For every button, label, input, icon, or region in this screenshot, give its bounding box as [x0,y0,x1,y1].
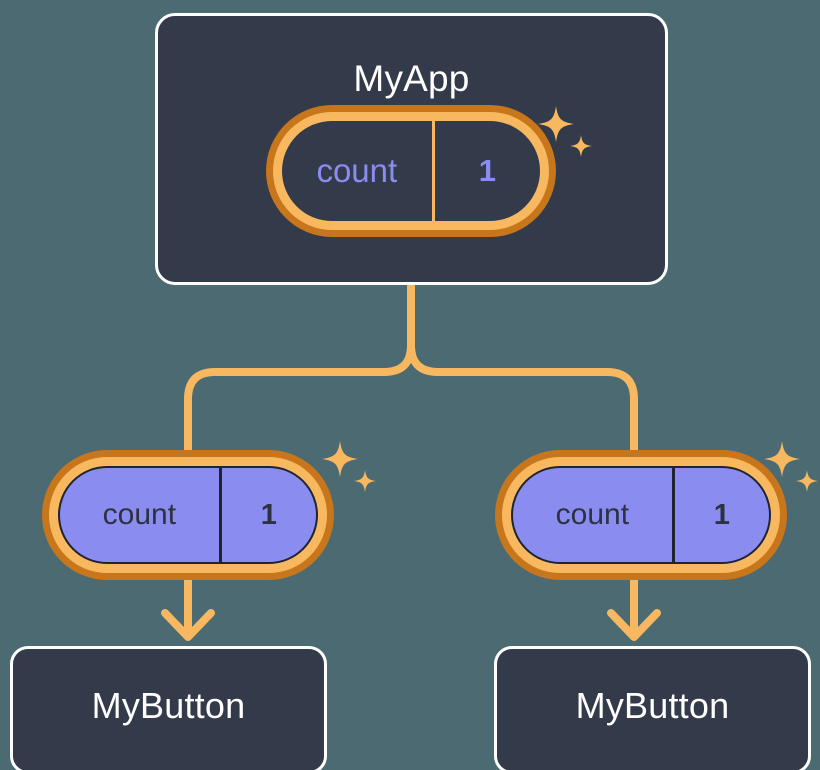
state-key-label: count [102,498,177,531]
pill-inner-ring: count 1 [273,112,549,230]
pill-body: count 1 [58,466,318,564]
pill-outer-ring: count 1 [42,450,334,580]
state-pill-left[interactable]: count 1 [42,450,334,580]
component-label-myapp: MyApp [353,58,470,99]
state-key-label: count [555,498,630,531]
state-key-label: count [316,152,398,189]
component-label-mybutton-right: MyButton [575,685,730,726]
pill-outer-ring: count 1 [495,450,787,580]
connector-branch-right [407,341,638,454]
component-label-mybutton-left: MyButton [91,685,246,726]
arrow-right-head [607,609,661,641]
component-card-mybutton-right[interactable]: MyButton [494,646,811,770]
pill-inner-ring: count 1 [49,457,327,573]
pill-outer-ring: count 1 [266,105,556,237]
component-card-mybutton-left[interactable]: MyButton [10,646,327,770]
connector-branch-left [184,341,415,454]
pill-body: count 1 [511,466,771,564]
arrow-left-head [161,609,215,641]
state-value-label: 1 [218,468,316,562]
state-pill-myapp[interactable]: count 1 [266,105,556,237]
pill-body: count 1 [282,121,540,221]
state-pill-right[interactable]: count 1 [495,450,787,580]
state-value-label: 1 [671,468,769,562]
state-value-label: 1 [431,121,540,221]
pill-inner-ring: count 1 [502,457,780,573]
